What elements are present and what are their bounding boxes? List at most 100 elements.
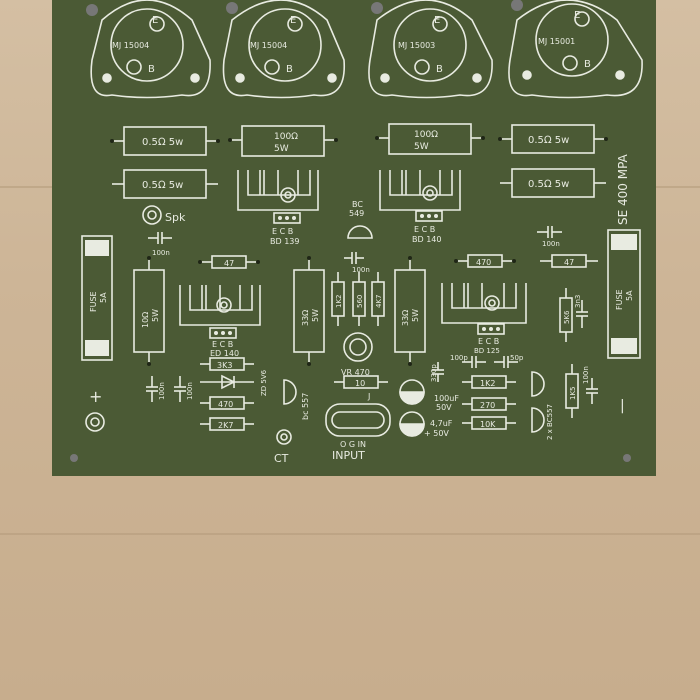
emitter-label: E bbox=[434, 15, 440, 26]
svg-text:100Ω: 100Ω bbox=[414, 130, 438, 140]
mount-hole bbox=[371, 2, 383, 14]
svg-text:5A: 5A bbox=[99, 292, 108, 303]
svg-text:INPUT: INPUT bbox=[332, 449, 365, 462]
capacitor-100n-left: 100n bbox=[148, 232, 172, 257]
svg-text:Spk: Spk bbox=[165, 211, 186, 224]
resistor-470-top: 470 bbox=[456, 254, 514, 268]
resistor-1k2: 1K2 bbox=[462, 375, 516, 389]
svg-text:3n3: 3n3 bbox=[574, 295, 582, 308]
svg-text:E C B: E C B bbox=[212, 340, 233, 349]
base-label: B bbox=[584, 59, 591, 70]
resistor-10k: 10K bbox=[462, 416, 516, 430]
power-transistor-4: E MJ 15001 B bbox=[508, 0, 643, 99]
transistor-label: MJ 15004 bbox=[112, 41, 149, 50]
electrolytic-100uf: 100uF 50V bbox=[399, 379, 459, 412]
fuse-right: FUSE 5A bbox=[607, 229, 641, 359]
svg-text:5W: 5W bbox=[414, 142, 429, 152]
resistor-0r5-left: 0.5Ω 5w bbox=[112, 126, 218, 156]
resistor-1k5-vert: 1K5 bbox=[565, 364, 579, 418]
emitter-label: E bbox=[574, 10, 580, 21]
heatsink-bd140-top: E C B BD 140 bbox=[379, 170, 461, 244]
svg-text:100n: 100n bbox=[186, 382, 194, 400]
svg-text:10: 10 bbox=[355, 379, 365, 388]
resistor-33r-5w-right: 33Ω 5W bbox=[394, 258, 426, 364]
svg-text:5K6: 5K6 bbox=[563, 310, 571, 324]
minus-terminal: | bbox=[620, 398, 625, 414]
svg-text:100n: 100n bbox=[158, 382, 166, 400]
input-connector: J O G IN INPUT bbox=[325, 392, 391, 462]
resistor-4k7-vert: 4K7 bbox=[371, 272, 385, 326]
transistor-label: MJ 15003 bbox=[398, 41, 435, 50]
svg-text:BC: BC bbox=[352, 200, 363, 209]
svg-text:+: + bbox=[89, 387, 102, 406]
mount-hole bbox=[511, 0, 523, 11]
svg-text:FUSE: FUSE bbox=[615, 289, 624, 310]
resistor-5k6-vert: 5K6 bbox=[559, 288, 573, 342]
svg-text:47: 47 bbox=[564, 258, 574, 267]
svg-text:0.5Ω 5w: 0.5Ω 5w bbox=[528, 179, 569, 190]
svg-text:VR 470: VR 470 bbox=[341, 368, 370, 377]
heatsink-bd139: E C B BD 139 bbox=[237, 170, 319, 246]
svg-text:0.5Ω 5w: 0.5Ω 5w bbox=[528, 135, 569, 146]
svg-text:100Ω: 100Ω bbox=[274, 132, 298, 142]
capacitor-100n-pair: 100n 100n bbox=[146, 376, 194, 402]
svg-text:47: 47 bbox=[224, 259, 234, 268]
transistor-label: MJ 15004 bbox=[250, 41, 287, 50]
resistor-0r5-right-2: 0.5Ω 5w bbox=[500, 168, 606, 198]
resistor-2k7: 2K7 bbox=[200, 417, 254, 431]
svg-text:0.5Ω 5w: 0.5Ω 5w bbox=[142, 180, 183, 191]
svg-text:5W: 5W bbox=[311, 309, 320, 322]
svg-text:470: 470 bbox=[476, 258, 491, 267]
resistor-0r5-left-2: 0.5Ω 5w bbox=[112, 169, 218, 199]
capacitor-100n-bottom-right: 100n bbox=[582, 366, 598, 404]
resistor-560-vert: 560 bbox=[352, 272, 366, 326]
base-label: B bbox=[436, 64, 443, 75]
fuse-left: FUSE 5A bbox=[81, 235, 113, 361]
svg-text:4,7uF: 4,7uF bbox=[430, 419, 453, 428]
base-label: B bbox=[286, 64, 293, 75]
svg-text:E C B: E C B bbox=[414, 225, 435, 234]
svg-text:ED 140: ED 140 bbox=[210, 349, 239, 358]
svg-text:O G IN: O G IN bbox=[340, 440, 366, 449]
svg-text:5W: 5W bbox=[151, 309, 160, 322]
capacitor-100n-mid: 100n bbox=[344, 252, 370, 274]
svg-text:5A: 5A bbox=[625, 290, 634, 301]
svg-text:100n: 100n bbox=[582, 366, 590, 384]
ct-terminal: CT bbox=[274, 429, 292, 465]
svg-text:50p: 50p bbox=[510, 354, 524, 362]
svg-text:100p: 100p bbox=[450, 354, 468, 362]
resistor-3k3: 3K3 bbox=[200, 357, 254, 371]
svg-text:+ 50V: + 50V bbox=[424, 429, 449, 438]
svg-text:5W: 5W bbox=[274, 144, 289, 154]
zener-diode: ZD 5V6 bbox=[200, 369, 268, 396]
svg-text:E C B: E C B bbox=[478, 337, 499, 346]
svg-text:BD 140: BD 140 bbox=[412, 235, 441, 244]
resistor-10r-5w: 10Ω 5W bbox=[133, 258, 165, 364]
svg-text:1K2: 1K2 bbox=[480, 379, 495, 388]
svg-text:bc 557: bc 557 bbox=[301, 393, 310, 420]
capacitor-50p: 50p bbox=[494, 354, 524, 368]
svg-text:50V: 50V bbox=[436, 403, 452, 412]
svg-text:FUSE: FUSE bbox=[89, 291, 98, 312]
heatsink-ed140: E C B ED 140 bbox=[179, 285, 261, 358]
transistor-label: MJ 15001 bbox=[538, 37, 575, 46]
resistor-0r5-right: 0.5Ω 5w bbox=[500, 124, 606, 154]
power-transistor-2: E MJ 15004 B bbox=[222, 0, 346, 99]
resistor-47-left: 47 bbox=[200, 255, 258, 269]
base-label: B bbox=[148, 64, 155, 75]
mount-hole bbox=[623, 454, 631, 462]
svg-text:0.5Ω 5w: 0.5Ω 5w bbox=[142, 137, 183, 148]
svg-text:ZD 5V6: ZD 5V6 bbox=[260, 369, 268, 396]
mount-hole bbox=[86, 4, 98, 16]
resistor-47-right: 47 bbox=[540, 254, 598, 268]
svg-text:J: J bbox=[367, 392, 370, 401]
svg-text:100uF: 100uF bbox=[434, 394, 459, 403]
resistor-1k2-vert: 1K2 bbox=[331, 272, 345, 326]
capacitor-330p: 330p bbox=[430, 362, 444, 382]
capacitor-100p: 100p bbox=[450, 354, 486, 368]
svg-text:E C B: E C B bbox=[272, 227, 293, 236]
svg-text:2K7: 2K7 bbox=[218, 421, 233, 430]
svg-text:BD 125: BD 125 bbox=[474, 347, 500, 355]
svg-text:10Ω: 10Ω bbox=[141, 312, 150, 328]
pcb-board: E MJ 15004 B E MJ 15004 B E MJ 15003 B E… bbox=[52, 0, 656, 476]
